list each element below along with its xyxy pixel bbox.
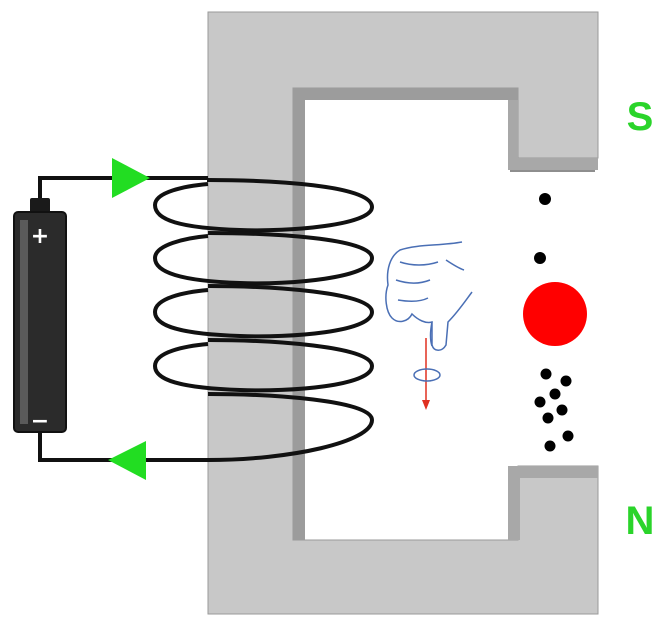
particle-small [560,375,572,387]
wire-top [38,176,208,205]
coil-loop-3 [152,284,375,339]
right-hand-rule-icon [385,241,473,351]
particle-small [540,368,552,380]
coil-loop-1 [152,178,375,233]
circuit-wires [38,176,208,462]
battery-plus-sign: + [31,224,49,249]
particle-small [556,404,568,416]
north-pole-label: N [626,499,655,543]
wire-bottom [38,430,208,462]
particle-small [534,396,546,408]
particle-large [523,282,587,346]
particle-small [562,430,574,442]
coil-loop-5 [207,392,375,462]
battery-minus-sign: − [31,409,49,434]
core-inner-shade [293,88,518,540]
battery-terminal [30,198,50,214]
field-rotation-icon [413,338,441,410]
current-arrow-top [112,158,150,198]
particle-small [549,388,561,400]
particle-small [539,193,551,205]
hand-outline [385,241,473,351]
current-arrow-bottom [108,441,146,480]
particle-small [534,252,546,264]
field-rotation-ellipse [413,368,441,382]
coil-loop-4 [152,338,375,393]
particles [523,193,587,452]
south-pole-label: S [627,95,654,139]
core-pole-shade-top [508,100,598,170]
coil-loop-2 [152,231,375,286]
particle-small [544,440,556,452]
core-pole-shade-bottom [508,466,598,540]
field-arrow-head [422,400,430,410]
particle-small [542,412,554,424]
battery-highlight [20,220,28,424]
coil [152,178,375,462]
hand-thumb [429,321,433,347]
battery-icon: + − [13,198,67,434]
iron-core [207,11,599,615]
